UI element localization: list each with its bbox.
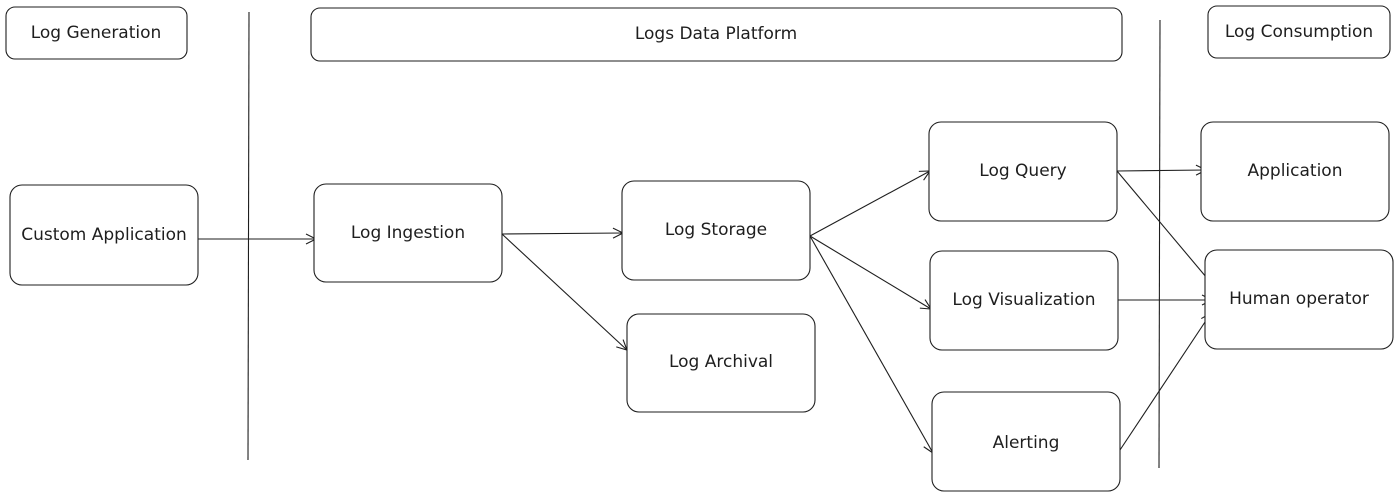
header-logs-data-platform-label: Logs Data Platform bbox=[635, 24, 797, 44]
header-log-generation: Log Generation bbox=[5, 6, 188, 60]
node-log-visualization-label: Log Visualization bbox=[952, 290, 1095, 310]
edge-log-storage-to-log-query bbox=[809, 171, 930, 237]
node-log-storage[interactable]: Log Storage bbox=[621, 180, 811, 281]
node-log-ingestion-label: Log Ingestion bbox=[351, 223, 465, 243]
edge-log-storage-to-log-visualization bbox=[809, 235, 931, 309]
edge-alerting-to-human-operator bbox=[1119, 313, 1211, 451]
node-application-label: Application bbox=[1248, 161, 1343, 181]
node-log-query[interactable]: Log Query bbox=[928, 121, 1118, 222]
edge-log-ingestion-to-log-archival bbox=[501, 233, 627, 350]
edges-layer bbox=[198, 170, 1217, 453]
node-log-storage-label: Log Storage bbox=[665, 220, 767, 240]
node-log-query-label: Log Query bbox=[979, 161, 1066, 181]
edge-log-ingestion-to-log-storage bbox=[501, 233, 623, 234]
node-log-archival[interactable]: Log Archival bbox=[626, 313, 816, 413]
node-log-visualization[interactable]: Log Visualization bbox=[929, 250, 1119, 351]
node-human-operator-label: Human operator bbox=[1229, 289, 1369, 309]
header-log-consumption: Log Consumption bbox=[1207, 5, 1391, 59]
node-log-ingestion[interactable]: Log Ingestion bbox=[313, 183, 503, 283]
node-custom-application-label: Custom Application bbox=[21, 225, 187, 245]
edge-log-query-to-human-operator bbox=[1116, 170, 1217, 290]
divider-generation-platform bbox=[247, 11, 250, 461]
node-alerting[interactable]: Alerting bbox=[931, 391, 1121, 492]
node-human-operator[interactable]: Human operator bbox=[1204, 249, 1394, 350]
header-logs-data-platform: Logs Data Platform bbox=[310, 7, 1123, 62]
edge-log-storage-to-alerting bbox=[809, 235, 933, 453]
edge-log-query-to-application bbox=[1116, 170, 1206, 171]
node-custom-application[interactable]: Custom Application bbox=[9, 184, 199, 286]
node-log-archival-label: Log Archival bbox=[669, 352, 773, 372]
node-application[interactable]: Application bbox=[1200, 121, 1390, 222]
header-log-generation-label: Log Generation bbox=[31, 23, 162, 43]
header-log-consumption-label: Log Consumption bbox=[1225, 22, 1373, 42]
divider-platform-consumption bbox=[1158, 19, 1161, 469]
node-alerting-label: Alerting bbox=[993, 433, 1060, 453]
